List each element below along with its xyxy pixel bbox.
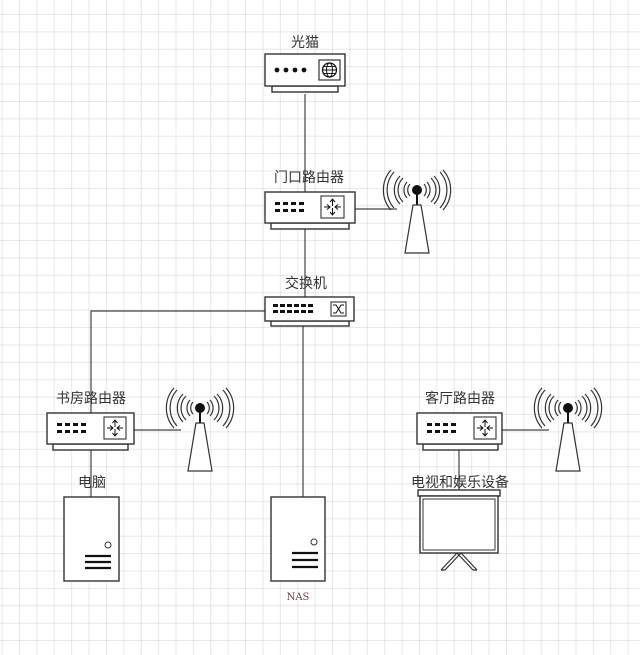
router-arrows-icon [103, 416, 127, 440]
screen-surface [422, 498, 496, 551]
node-label-switch: 交换机 [285, 276, 327, 292]
gate-router-node[interactable] [264, 191, 356, 230]
power-button-icon [310, 538, 318, 546]
modem-shadow [271, 85, 339, 93]
switch-shadow [270, 320, 350, 327]
switch-node[interactable] [264, 296, 355, 327]
power-button-icon [104, 541, 112, 549]
drive-bays-icon [292, 551, 318, 569]
router-ports-icon [57, 423, 86, 433]
node-label-gate-router: 门口路由器 [274, 170, 344, 186]
connectors [90, 94, 549, 497]
globe-icon [318, 59, 341, 81]
router-shadow [52, 443, 129, 451]
node-label-pc: 电脑 [78, 475, 106, 491]
node-label-tv: 电视和娱乐设备 [411, 475, 509, 491]
router-shadow [422, 443, 499, 451]
tower-body [270, 496, 326, 582]
study-router-node[interactable] [46, 412, 135, 451]
nas-node[interactable] [270, 496, 326, 582]
switch-cross-icon [330, 301, 347, 317]
living-router-node[interactable] [416, 412, 503, 451]
router-arrows-icon [320, 195, 345, 219]
screen-stand-icon [440, 552, 478, 571]
modem-node[interactable] [264, 53, 346, 93]
router-ports-icon [427, 423, 456, 433]
edge-switch-study-router [90, 310, 265, 413]
gate-router-antenna-icon [382, 169, 452, 254]
router-shadow [270, 222, 350, 230]
switch-ports-icon [273, 304, 313, 313]
node-label-study-router: 书房路由器 [56, 391, 126, 407]
node-label-living-router: 客厅路由器 [425, 391, 495, 407]
node-label-nas: NAS [286, 592, 310, 603]
router-ports-icon [275, 202, 304, 212]
router-arrows-icon [473, 416, 497, 440]
tv-node[interactable] [417, 489, 501, 571]
pc-node[interactable] [63, 496, 120, 582]
node-label-modem: 光猫 [291, 35, 319, 51]
modem-led-dots [274, 67, 307, 73]
drive-bays-icon [85, 554, 111, 570]
